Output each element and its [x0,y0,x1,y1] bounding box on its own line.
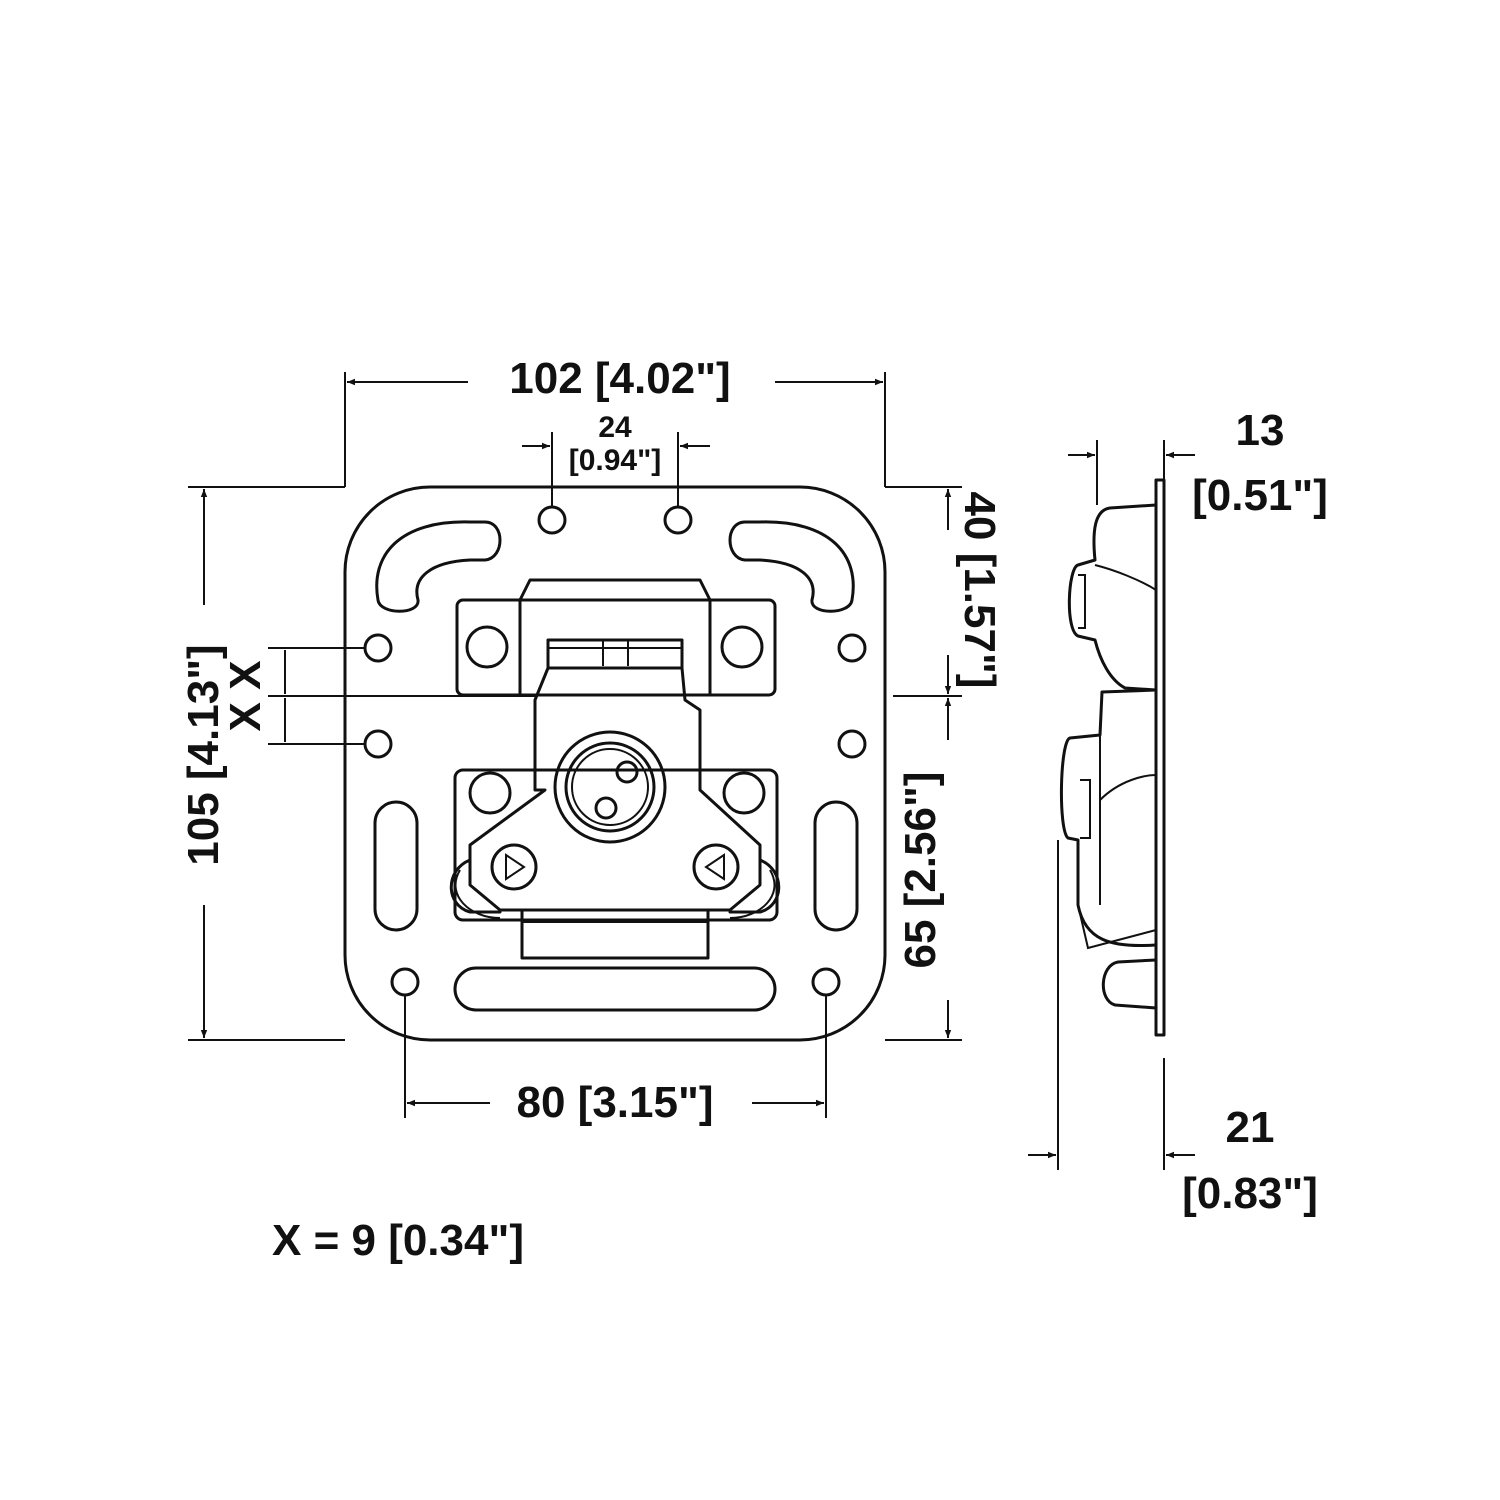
bottom-slot [453,966,777,1012]
lock-cylinder-ring [571,748,649,826]
lock-pin-lower [594,796,618,820]
tri-screw-right [692,843,740,891]
front-view [343,485,887,1042]
upper-height-label: 40 [1.57"] [955,492,1004,689]
side-hole-lower-right [837,729,867,759]
side-hole-upper-left [363,633,393,663]
lower-height-label: 65 [2.56"] [896,772,945,969]
side-dimensions [1028,440,1195,1170]
side-latch-wedge [1077,904,1157,950]
bottom-hole-left [390,967,420,997]
side-latch-curve [1099,774,1157,801]
wing-left-edge [454,869,501,919]
side-hinge-knuckle [1078,574,1086,629]
side-latch-profile [1059,688,1158,948]
side-slot-left [373,800,419,932]
top-spacing-value-label: 24 [598,411,632,444]
bottom-hole-right [811,967,841,997]
lower-mount-plate [453,768,779,922]
side-latch-cylinder [1080,779,1091,839]
tri-screw-left [490,843,538,891]
lower-screw-right [722,771,766,815]
overall-width-label: 102 [4.02"] [509,354,730,403]
wing-right-edge [729,869,776,919]
x-definition-label: X = 9 [0.34"] [272,1216,524,1265]
side-hole-upper-right [837,633,867,663]
side-back-plate [1154,478,1166,1037]
top-spacing-inch-label: [0.94"] [569,444,662,477]
side-hinge-curve [1094,564,1157,591]
top-hole-right [663,505,693,535]
lever-body [468,666,762,912]
front-dimensions [188,372,962,1118]
lock-pin-upper [615,760,639,784]
hinge-screw-right [720,625,764,669]
hinge-block [518,578,712,697]
side-depth-inch-label: [0.83"] [1182,1169,1318,1218]
top-hole-left [537,505,567,535]
lock-cylinder-outer [553,730,667,844]
lower-screw-left [468,771,512,815]
hinge-mount-plate [455,598,777,697]
side-hinge-profile [1067,503,1158,692]
wing-right [728,858,781,914]
base-plate [343,485,887,1042]
side-hole-lower-left [363,729,393,759]
catch-tongue [520,908,710,960]
side-depth-value-label: 21 [1226,1103,1275,1152]
top-right-slot [728,520,855,613]
overall-height-label: 105 [4.13"] [179,644,228,865]
top-left-slot [375,520,502,613]
side-thickness-inch-label: [0.51"] [1192,471,1328,520]
side-slot-right [813,800,859,932]
side-bottom-profile [1101,958,1158,1010]
hinge-screw-left [465,625,509,669]
lock-cylinder-inner [564,741,656,833]
x-marks-label: X X [221,661,270,732]
wing-left [449,858,502,914]
side-thickness-value-label: 13 [1236,406,1285,455]
bottom-spacing-label: 80 [3.15"] [517,1078,714,1127]
hinge-knuckle [546,638,684,670]
side-view [1059,478,1166,1037]
